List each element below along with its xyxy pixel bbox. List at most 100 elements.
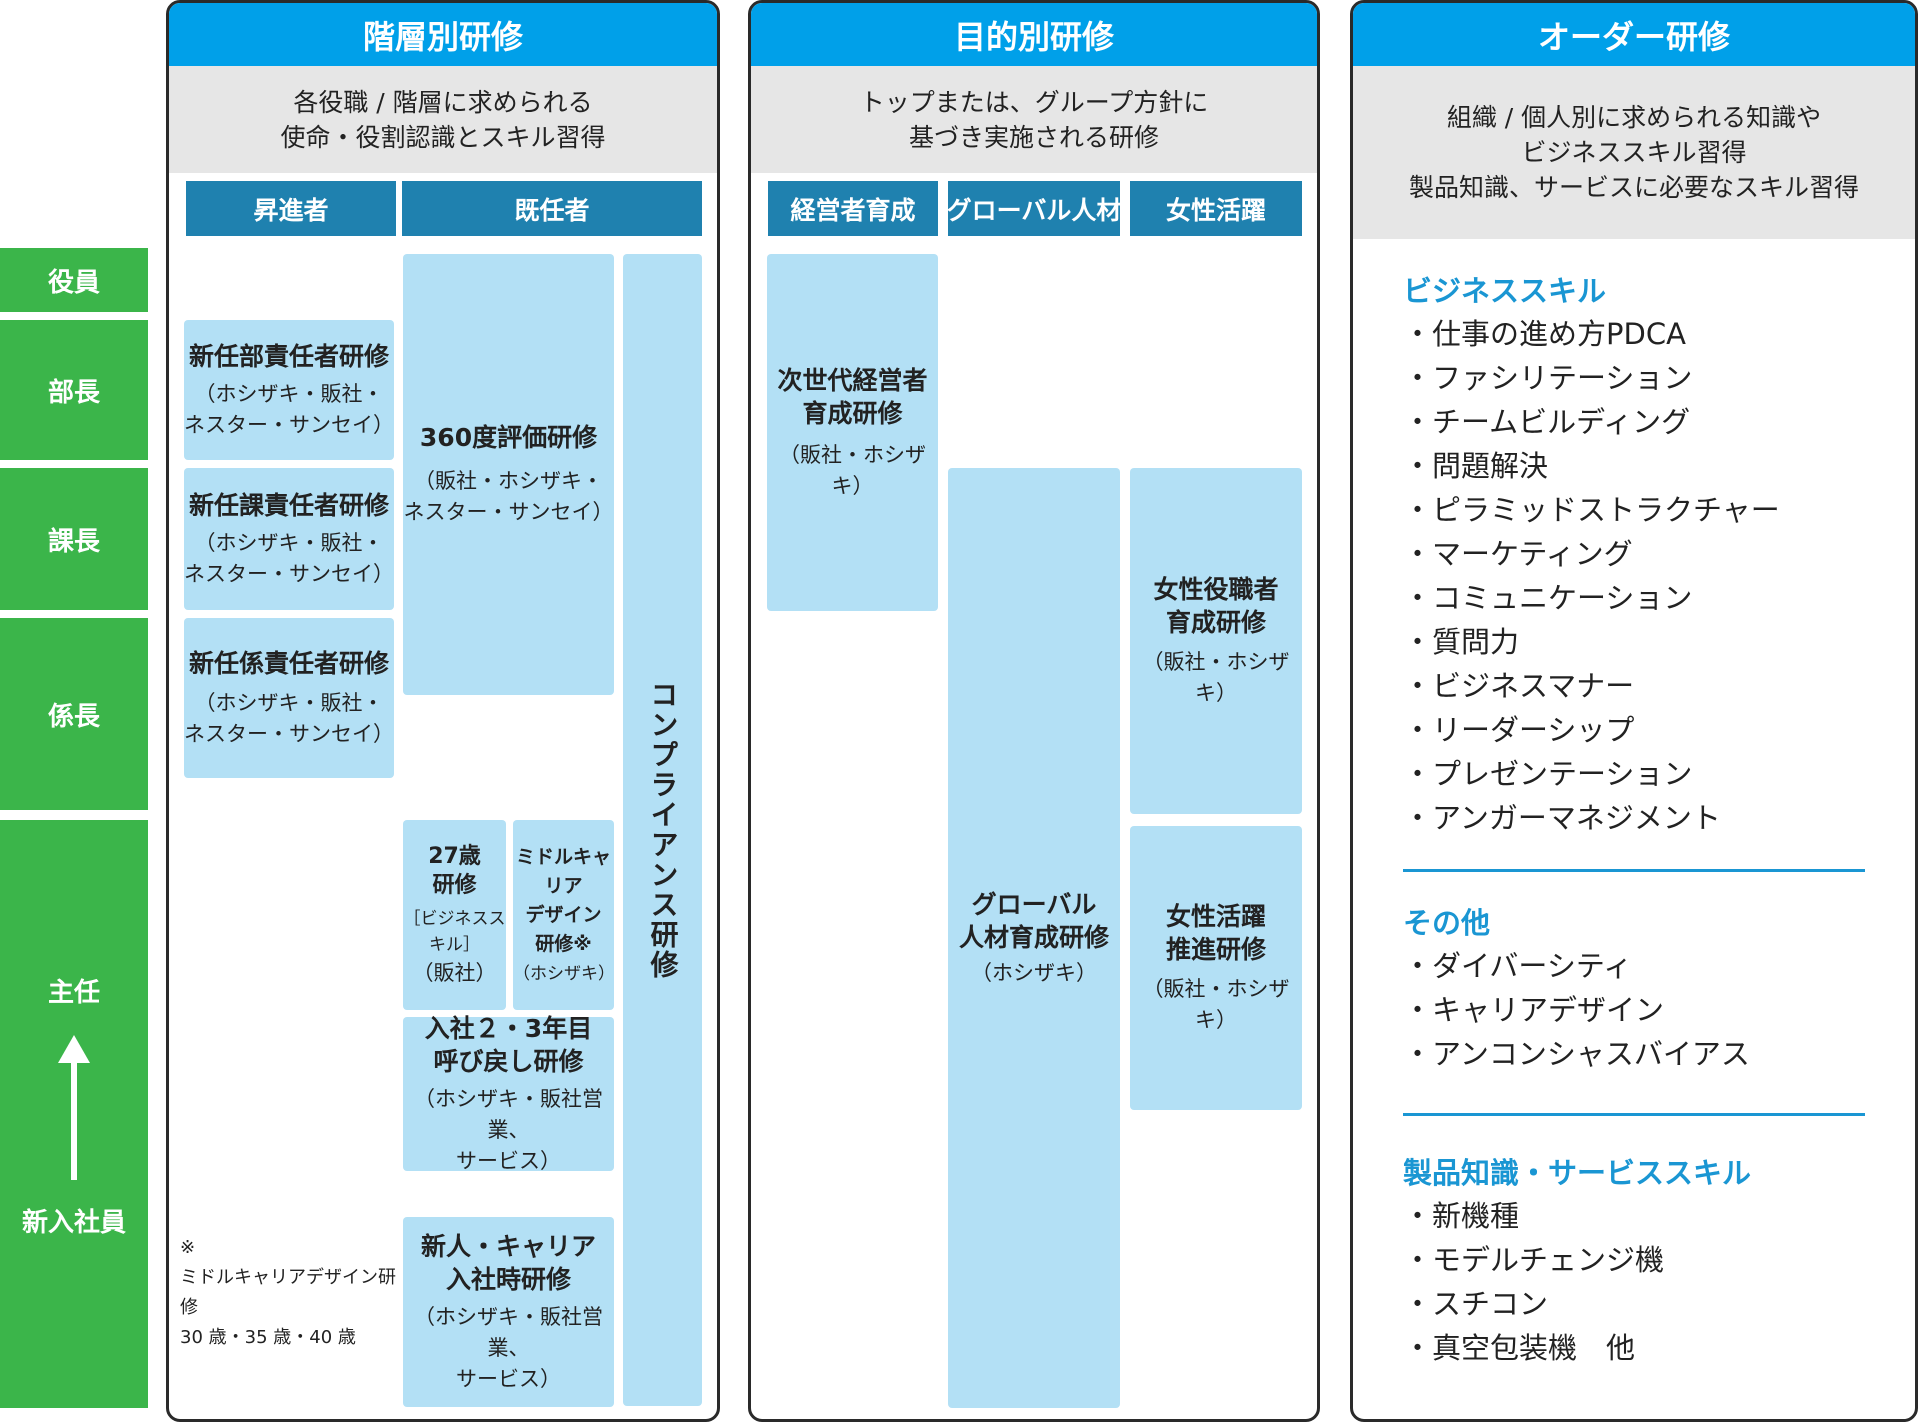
desc-line: 基づき実施される研修 — [908, 122, 1159, 152]
rank-kacho: 課長 — [0, 468, 148, 610]
col-women: 女性活躍 — [1130, 181, 1302, 236]
next-exec-box: 次世代経営者 育成研修 （販社・ホシザキ） — [767, 254, 938, 611]
hierarchy-title: 階層別研修 — [169, 3, 717, 66]
rank-label: 係長 — [47, 701, 100, 732]
training-sub: （販社・ホシザキ） — [1142, 650, 1290, 705]
midcareer-footnote: ※ ミドルキャリアデザイン研修 30 歳・35 歳・40 歳 — [180, 1233, 400, 1353]
training-title: 新任部責任者研修 — [188, 341, 389, 371]
hierarchy-desc: 各役職 / 階層に求められる 使命・役割認識とスキル習得 — [169, 66, 717, 173]
training-sub: （販社・ホシザキ） — [779, 442, 926, 498]
global-training-box: グローバル 人材育成研修 （ホシザキ） — [948, 468, 1120, 1408]
training-sub: ネスター・サンセイ） — [403, 500, 614, 524]
training-title: 新任係責任者研修 — [188, 648, 389, 678]
list-item: ・ダイバーシティ — [1403, 949, 1633, 983]
kacho-training-box: 新任課責任者研修 （ホシザキ・販社・ ネスター・サンセイ） — [184, 468, 394, 610]
list-item: ・真空包装機 他 — [1403, 1331, 1636, 1365]
desc-line: ビジネススキル習得 — [1521, 138, 1747, 167]
list-item: ・リーダーシップ — [1403, 713, 1635, 747]
training-sub: （ホシザキ） — [513, 964, 615, 984]
kakari-training-box: 新任係責任者研修 （ホシザキ・販社・ ネスター・サンセイ） — [184, 618, 394, 778]
midcareer-box: ミドルキャリア デザイン 研修※ （ホシザキ） — [513, 820, 615, 1010]
newhire-box: 新人・キャリア 入社時研修 （ホシザキ・販社営業、 サービス） — [403, 1217, 614, 1407]
women-manager-box: 女性役職者 育成研修 （販社・ホシザキ） — [1130, 468, 1302, 814]
list-item: ・アンガーマネジメント — [1403, 801, 1721, 835]
other-section: その他 ・ダイバーシティ・キャリアデザイン・アンコンシャスバイアス — [1403, 900, 1893, 1076]
list-item: ・プレゼンテーション — [1403, 757, 1693, 791]
training-sub: （ホシザキ・販社・ — [194, 381, 384, 406]
training-sub: （ホシザキ） — [971, 960, 1097, 985]
list-item: ・アンコンシャスバイアス — [1403, 1037, 1750, 1071]
list-item: ・新機種 — [1403, 1199, 1520, 1233]
training-sub: サービス） — [456, 1148, 561, 1173]
desc-line: 各役職 / 階層に求められる — [293, 87, 593, 117]
training-sub: サービス） — [456, 1366, 561, 1391]
rank-bucho: 部長 — [0, 320, 148, 460]
list-item: ・コミュニケーション — [1403, 581, 1693, 615]
section-divider — [1403, 869, 1865, 872]
rank-shunin-to-newhire: 主任 新入社員 — [0, 820, 148, 1408]
rank-newhire-label: 新入社員 — [21, 1208, 126, 1238]
purpose-desc: トップまたは、グループ方針に 基づき実施される研修 — [751, 66, 1317, 173]
rank-label: 課長 — [47, 526, 100, 557]
training-title: 女性役職者 — [1153, 575, 1279, 604]
training-title: ミドルキャリア — [515, 846, 611, 897]
list-item: ・ビジネスマナー — [1403, 669, 1635, 703]
training-sub: （販社・ホシザキ・ — [414, 469, 603, 493]
list-item: ・モデルチェンジ機 — [1403, 1243, 1665, 1277]
order-desc: 組織 / 個人別に求められる知識や ビジネススキル習得 製品知識、サービスに必要… — [1353, 66, 1915, 239]
training-title: 女性活躍 — [1165, 902, 1266, 931]
col-promoted: 昇進者 — [186, 181, 396, 236]
section-divider — [1403, 1113, 1865, 1116]
training-sub: （ホシザキ・販社営業、 — [414, 1304, 603, 1360]
business-skill-section: ビジネススキル ・仕事の進め方PDCA・ファシリテーション・チームビルディング・… — [1403, 268, 1893, 840]
section-title: 製品知識・サービススキル — [1403, 1156, 1752, 1190]
training-sub: （ホシザキ・販社・ — [194, 690, 384, 715]
footnote-line: ミドルキャリアデザイン研修 — [180, 1267, 396, 1318]
col-global: グローバル人材 — [947, 181, 1121, 236]
training-title: 次世代経営者 — [777, 365, 928, 395]
list-item: ・ピラミッドストラクチャー — [1403, 493, 1780, 527]
training-title: グローバル — [971, 889, 1097, 919]
training-title: デザイン — [525, 904, 602, 926]
training-title: 入社時研修 — [445, 1264, 571, 1294]
col-exec: 経営者育成 — [768, 181, 938, 236]
footnote-mark: ※ — [180, 1237, 196, 1258]
purpose-title: 目的別研修 — [751, 3, 1317, 66]
training-sub: ［ビジネススキル］ — [403, 908, 506, 955]
list-item: ・キャリアデザイン — [1403, 993, 1665, 1027]
compliance-box: コンプライアンス研修 — [623, 254, 702, 1406]
col-incumbent: 既任者 — [402, 181, 702, 236]
order-title: オーダー研修 — [1353, 3, 1915, 66]
training-sub: （ホシザキ・販社営業、 — [414, 1086, 603, 1142]
up-arrow-icon — [58, 1035, 90, 1063]
training-title: 360度評価研修 — [419, 423, 598, 452]
training-sub: ネスター・サンセイ） — [184, 561, 394, 586]
callback-box: 入社２・3年目 呼び戻し研修 （ホシザキ・販社営業、 サービス） — [403, 1014, 614, 1173]
age27-box: 27歳 研修 ［ビジネススキル］ （販社） — [403, 820, 506, 1010]
women-promo-box: 女性活躍 推進研修 （販社・ホシザキ） — [1130, 826, 1302, 1110]
training-title: 新人・キャリア — [420, 1231, 596, 1261]
compliance-label: コンプライアンス研修 — [646, 680, 680, 980]
list-item: ・問題解決 — [1403, 449, 1549, 483]
section-title: ビジネススキル — [1403, 274, 1607, 308]
training-sub: （販社・ホシザキ） — [1142, 977, 1290, 1032]
list-item: ・ファシリテーション — [1403, 361, 1693, 395]
training-title: 研修※ — [535, 933, 592, 955]
product-section: 製品知識・サービススキル ・新機種・モデルチェンジ機・スチコン・真空包装機 他 — [1403, 1150, 1893, 1370]
rank-yakuin: 役員 — [0, 248, 148, 312]
list-item: ・マーケティング — [1403, 537, 1633, 571]
section-title: その他 — [1403, 906, 1491, 940]
list-item: ・スチコン — [1403, 1287, 1549, 1321]
training-title: 育成研修 — [1165, 608, 1266, 637]
bucho-training-box: 新任部責任者研修 （ホシザキ・販社・ ネスター・サンセイ） — [184, 320, 394, 460]
list-item: ・チームビルディング — [1403, 405, 1691, 439]
desc-line: トップまたは、グループ方針に — [859, 87, 1209, 117]
desc-line: 製品知識、サービスに必要なスキル習得 — [1408, 173, 1859, 202]
training-title: 推進研修 — [1165, 935, 1266, 964]
rank-shunin-label: 主任 — [47, 978, 100, 1008]
training-sub: ネスター・サンセイ） — [184, 412, 394, 437]
training-title: 研修 — [432, 872, 477, 898]
rank-label: 役員 — [47, 267, 100, 298]
training-title: 新任課責任者研修 — [188, 490, 389, 520]
training-sub: ネスター・サンセイ） — [184, 721, 394, 746]
